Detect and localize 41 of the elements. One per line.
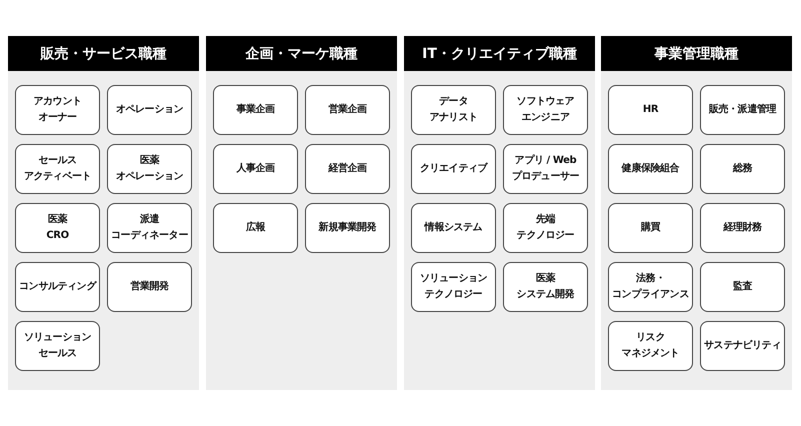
job-box: 販売・派遣管理 xyxy=(700,85,785,135)
job-box: データアナリスト xyxy=(411,85,496,135)
job-box: 先端テクノロジー xyxy=(503,203,588,253)
job-box: 営業企画 xyxy=(305,85,390,135)
job-box: 法務・コンプライアンス xyxy=(608,262,693,312)
job-box: ソリューションテクノロジー xyxy=(411,262,496,312)
job-box: 派遣コーディネーター xyxy=(107,203,192,253)
category-panel xyxy=(601,36,792,390)
job-box: 医薬システム開発 xyxy=(503,262,588,312)
job-box: 経営企画 xyxy=(305,144,390,194)
panel-header: IT・クリエイティブ職種 xyxy=(404,36,595,71)
job-box: コンサルティング xyxy=(15,262,100,312)
job-box: 経理財務 xyxy=(700,203,785,253)
job-box: オペレーション xyxy=(107,85,192,135)
panel-header: 販売・サービス職種 xyxy=(8,36,199,71)
panel-header: 事業管理職種 xyxy=(601,36,792,71)
job-box: サステナビリティ xyxy=(700,321,785,371)
job-box: リスクマネジメント xyxy=(608,321,693,371)
job-box: 情報システム xyxy=(411,203,496,253)
job-box: ソフトウェアエンジニア xyxy=(503,85,588,135)
job-box: 医薬オペレーション xyxy=(107,144,192,194)
job-box: 営業開発 xyxy=(107,262,192,312)
job-box: 総務 xyxy=(700,144,785,194)
job-box: 購買 xyxy=(608,203,693,253)
job-box: 新規事業開発 xyxy=(305,203,390,253)
category-panel xyxy=(8,36,199,390)
job-box: 医薬CRO xyxy=(15,203,100,253)
category-panel xyxy=(206,36,397,390)
job-box: クリエイティブ xyxy=(411,144,496,194)
category-panel xyxy=(404,36,595,390)
job-box: 広報 xyxy=(213,203,298,253)
job-box: 人事企画 xyxy=(213,144,298,194)
job-box: 監査 xyxy=(700,262,785,312)
job-box: ソリューションセールス xyxy=(15,321,100,371)
job-box: アプリ / Webプロデューサー xyxy=(503,144,588,194)
panel-header: 企画・マーケ職種 xyxy=(206,36,397,71)
job-box: 事業企画 xyxy=(213,85,298,135)
job-box: セールスアクティベート xyxy=(15,144,100,194)
job-box: HR xyxy=(608,85,693,135)
job-box: 健康保険組合 xyxy=(608,144,693,194)
job-box: アカウントオーナー xyxy=(15,85,100,135)
